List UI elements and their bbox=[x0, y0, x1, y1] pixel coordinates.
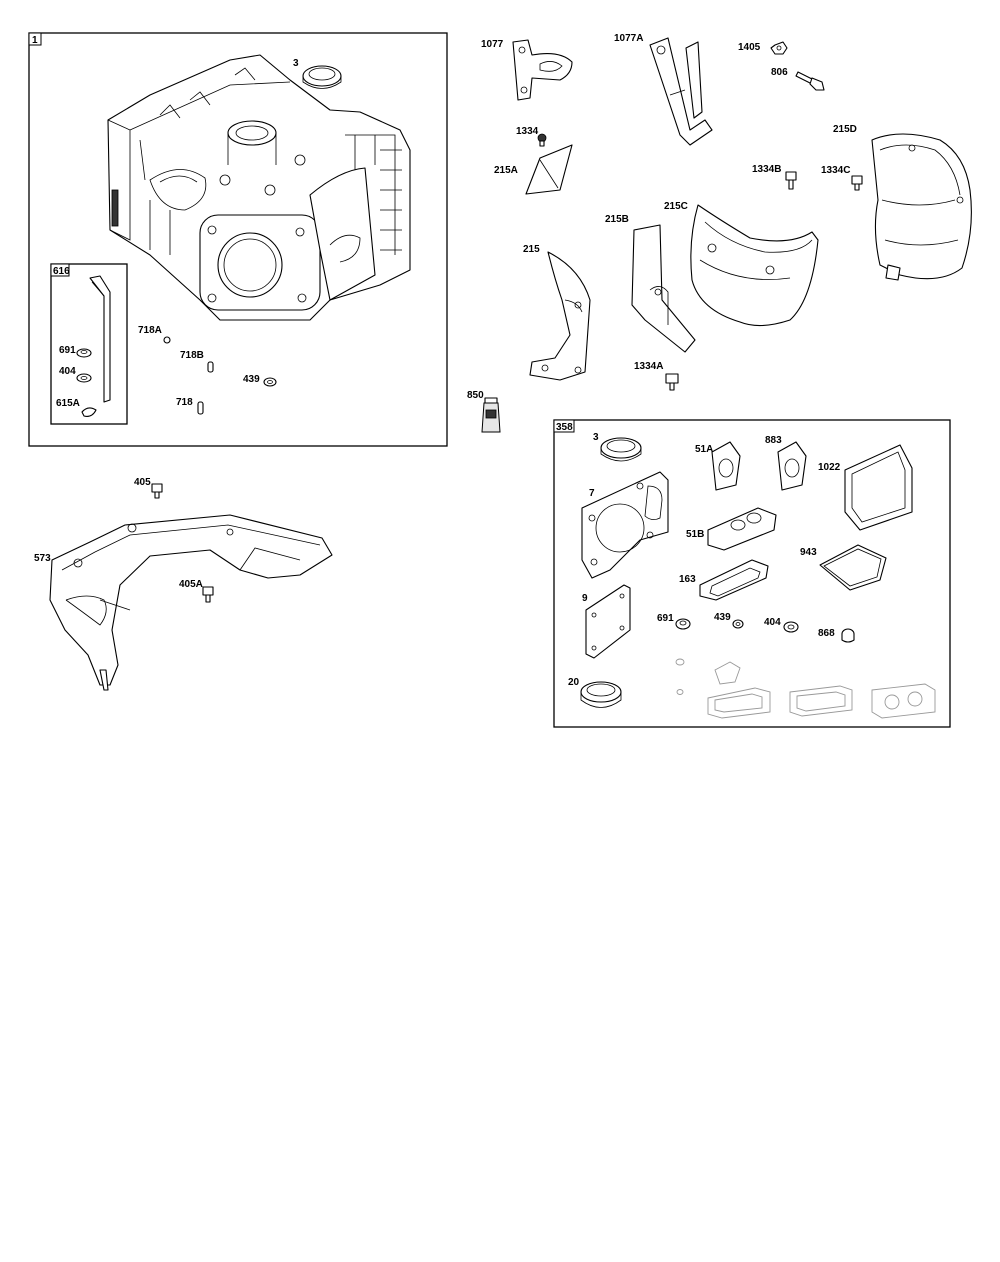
short-block-group: 1 bbox=[28, 32, 448, 447]
sealant-tube-850[interactable] bbox=[481, 397, 501, 433]
label-215B: 215B bbox=[605, 214, 629, 225]
gasket-51A[interactable] bbox=[711, 441, 741, 491]
gasket-set-box bbox=[553, 419, 951, 728]
dipstick-number: 616 bbox=[53, 266, 70, 277]
label-1334A: 1334A bbox=[634, 361, 663, 372]
label-404: 404 bbox=[59, 366, 76, 377]
label-691: 691 bbox=[59, 345, 76, 356]
dipstick-box bbox=[50, 263, 128, 425]
label-1405: 1405 bbox=[738, 42, 761, 53]
kit-label-404: 404 bbox=[764, 617, 781, 628]
label-718B: 718B bbox=[180, 350, 204, 361]
ghost-reference-parts bbox=[675, 658, 936, 719]
kit-label-51B: 51B bbox=[686, 529, 704, 540]
label-405A: 405A bbox=[179, 579, 203, 590]
o-ring-439[interactable] bbox=[263, 377, 277, 387]
kit-label-163: 163 bbox=[679, 574, 696, 585]
kit-label-7: 7 bbox=[589, 488, 595, 499]
kit-label-943: 943 bbox=[800, 547, 817, 558]
bracket-1077[interactable] bbox=[512, 39, 573, 101]
label-718A: 718A bbox=[138, 325, 162, 336]
kit-label-51A: 51A bbox=[695, 444, 713, 455]
gasket-883[interactable] bbox=[777, 441, 807, 491]
gasket-943[interactable] bbox=[819, 544, 887, 591]
label-718: 718 bbox=[176, 397, 193, 408]
gasket-9[interactable] bbox=[585, 584, 631, 659]
bolt-405A[interactable] bbox=[202, 586, 214, 603]
screw-1334C[interactable] bbox=[851, 175, 863, 191]
label-1077A: 1077A bbox=[614, 33, 643, 44]
bolt-405[interactable] bbox=[151, 483, 163, 499]
pin-718[interactable] bbox=[197, 401, 204, 415]
head-gasket-7[interactable] bbox=[581, 471, 669, 579]
label-215C: 215C bbox=[664, 201, 688, 212]
short-block-number: 1 bbox=[32, 35, 38, 46]
bolt-806[interactable] bbox=[795, 71, 825, 91]
muffler-guard-215D[interactable] bbox=[871, 133, 972, 281]
shield-215B[interactable] bbox=[631, 224, 696, 353]
kit-label-20: 20 bbox=[568, 677, 580, 688]
clip-615A[interactable] bbox=[81, 407, 97, 417]
label-1334B: 1334B bbox=[752, 164, 781, 175]
gasket-1022[interactable] bbox=[844, 444, 913, 531]
screw-1334B[interactable] bbox=[785, 171, 797, 190]
oil-seal-20[interactable] bbox=[580, 681, 622, 708]
bracket-1077A[interactable] bbox=[649, 37, 713, 146]
dipstick-tag bbox=[50, 263, 70, 277]
short-block-box bbox=[28, 32, 448, 447]
muffler-shield-215C[interactable] bbox=[690, 204, 819, 327]
dipstick-tube[interactable] bbox=[89, 275, 111, 403]
kit-label-868: 868 bbox=[818, 628, 835, 639]
gasket-51B[interactable] bbox=[707, 507, 777, 551]
o-ring-439-kit[interactable] bbox=[732, 619, 744, 629]
screw-1334A[interactable] bbox=[665, 373, 679, 391]
o-ring-691[interactable] bbox=[76, 348, 92, 358]
label-806: 806 bbox=[771, 67, 788, 78]
shield-215A[interactable] bbox=[525, 144, 573, 195]
pin-718B[interactable] bbox=[207, 361, 214, 373]
o-ring-691-kit[interactable] bbox=[675, 618, 691, 630]
kit-label-3: 3 bbox=[593, 432, 599, 443]
nut-1405[interactable] bbox=[770, 41, 788, 55]
washer-404[interactable] bbox=[76, 373, 92, 383]
label-850: 850 bbox=[467, 390, 484, 401]
kit-label-691: 691 bbox=[657, 613, 674, 624]
label-1334: 1334 bbox=[516, 126, 539, 137]
screw-1334[interactable] bbox=[537, 133, 547, 147]
short-block-tag bbox=[28, 32, 42, 46]
kit-label-883: 883 bbox=[765, 435, 782, 446]
gasket-set-number: 358 bbox=[556, 422, 573, 433]
gasket-set-tag bbox=[553, 419, 575, 433]
shield-215[interactable] bbox=[529, 251, 591, 381]
pin-718A[interactable] bbox=[163, 336, 171, 344]
label-439: 439 bbox=[243, 374, 260, 385]
oil-seal-3-kit[interactable] bbox=[600, 437, 642, 462]
label-215: 215 bbox=[523, 244, 540, 255]
engine-block[interactable] bbox=[107, 54, 411, 321]
kit-label-9: 9 bbox=[582, 593, 588, 604]
label-3: 3 bbox=[293, 58, 299, 69]
label-1334C: 1334C bbox=[821, 165, 850, 176]
label-405: 405 bbox=[134, 477, 151, 488]
label-573: 573 bbox=[34, 553, 51, 564]
baffle-573[interactable] bbox=[49, 514, 333, 691]
kit-label-1022: 1022 bbox=[818, 462, 841, 473]
kit-label-439: 439 bbox=[714, 612, 731, 623]
dipstick-subgroup: 616 691 404 615A bbox=[50, 263, 128, 425]
oil-seal-3[interactable] bbox=[302, 65, 342, 89]
label-615A: 615A bbox=[56, 398, 80, 409]
label-1077: 1077 bbox=[481, 39, 504, 50]
label-215A: 215A bbox=[494, 165, 518, 176]
washer-404-kit[interactable] bbox=[783, 621, 799, 633]
gasket-set-group: 358 3 51A 883 1022 bbox=[553, 419, 951, 728]
seal-868[interactable] bbox=[841, 628, 855, 643]
label-215D: 215D bbox=[833, 124, 857, 135]
gasket-163[interactable] bbox=[699, 559, 769, 601]
